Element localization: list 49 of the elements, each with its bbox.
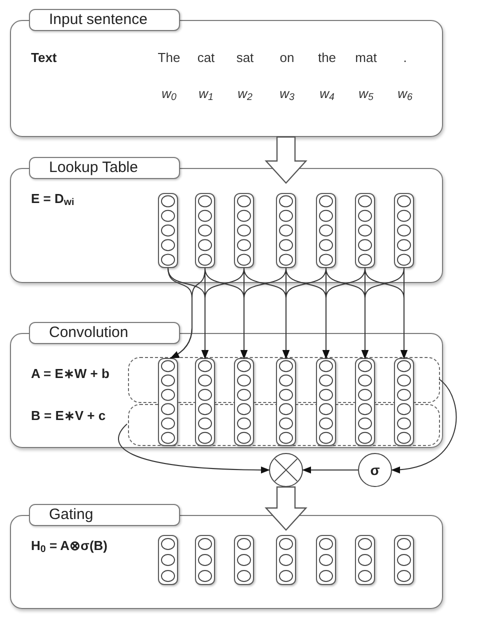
vector-column [158,193,178,268]
vector-column [316,193,336,268]
vector-column [316,535,336,585]
panel-tab: Gating [29,504,180,526]
vector-column [316,358,336,446]
word-index: w$_{5}$ [358,85,374,104]
vector-column [276,358,296,446]
vector-column [355,193,375,268]
block-arrow [264,136,308,184]
vector-column [394,535,414,585]
word-index: w$_{6}$ [396,85,414,104]
formula: H$_{0}$ = A⊗σ(B) [31,537,108,556]
word-token: mat [354,49,378,67]
row-label: Text [31,49,57,67]
word-token: the [316,49,338,67]
panel-tab: Lookup Table [29,157,180,179]
vector-column [234,535,254,585]
word-index: w$_{3}$ [278,85,296,104]
vector-column [234,358,254,446]
arrow [118,424,270,474]
word-index: w$_{4}$ [318,85,336,104]
word-token: . [402,49,408,67]
word-token: on [278,49,296,67]
word-token: The [156,49,182,67]
word-index: w$_{2}$ [236,85,254,104]
vector-column [394,193,414,268]
word-token: sat [235,49,255,67]
block-arrow [264,486,308,531]
word-index: w$_{1}$ [198,85,214,104]
vector-column [234,193,254,268]
arrow [391,378,457,473]
panel-tab: Input sentence [29,9,180,31]
vector-column [195,358,215,446]
vector-column [355,358,375,446]
vector-column [195,193,215,268]
arrow [302,466,358,474]
word-index: w$_{0}$ [160,85,178,104]
panel-tab: Convolution [29,322,180,344]
vector-column [195,535,215,585]
word-token: cat [196,49,216,67]
formula: A = E∗W + b [31,365,110,383]
vector-column [276,193,296,268]
arrow [400,268,408,359]
vector-column [158,535,178,585]
vector-column [394,358,414,446]
vector-column [355,535,375,585]
vector-column [276,535,296,585]
formula: B = E∗V + c [31,407,106,425]
vector-column [158,358,178,446]
